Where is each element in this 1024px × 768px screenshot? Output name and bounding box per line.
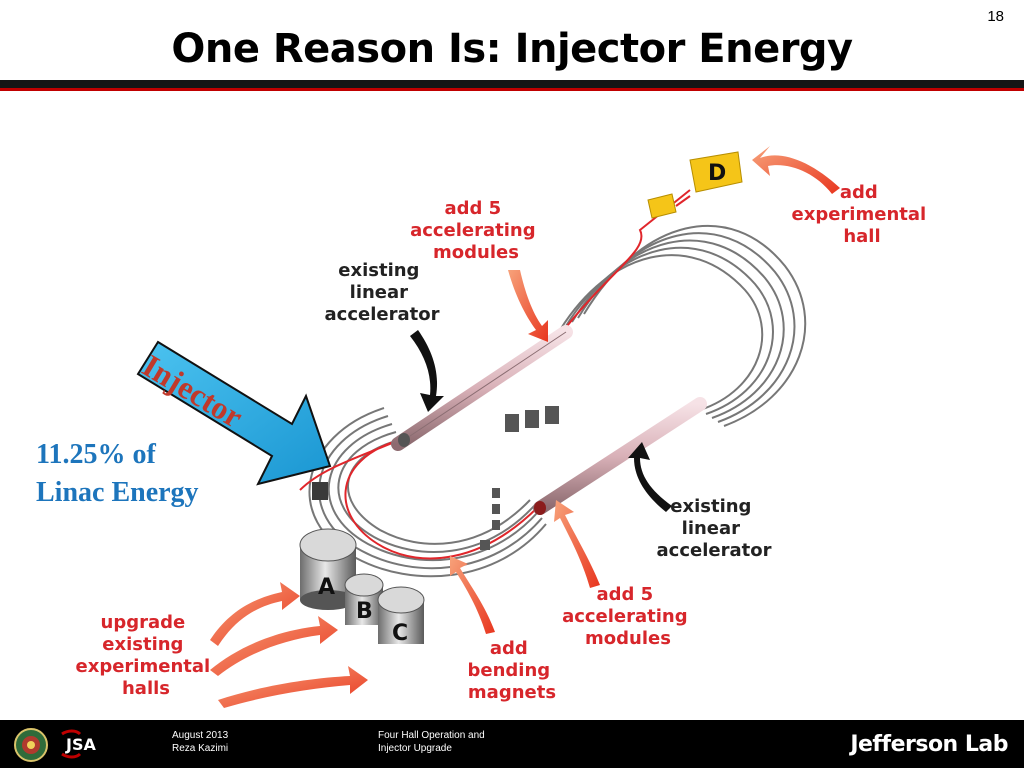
label-magnets-3: magnets: [468, 682, 556, 703]
label-modules-bottom-3: modules: [585, 628, 671, 649]
hall-c-letter: C: [392, 621, 408, 646]
arrow-upgrade-3: [218, 666, 368, 708]
energy-line-1: 11.25% of: [36, 439, 156, 470]
energy-line-2: Linac Energy: [36, 477, 199, 508]
label-add-hall-2: experimental: [792, 204, 927, 225]
label-add-hall-3: hall: [843, 226, 880, 247]
label-upgrade-3: experimental: [76, 656, 211, 677]
label-modules-bottom-2: accelerating: [562, 606, 688, 627]
footer-date-author: August 2013 Reza Kazimi: [172, 729, 228, 755]
label-modules-top-1: add 5: [445, 198, 502, 219]
slide-title: One Reason Is: Injector Energy: [171, 26, 853, 72]
red-arrows: [210, 146, 840, 708]
arrow-upgrade-2: [210, 616, 338, 676]
experimental-halls: A B C: [299, 528, 425, 646]
footer-bar: JSA August 2013 Reza Kazimi Four Hall Op…: [0, 720, 1024, 768]
jsa-logo: JSA: [61, 729, 96, 759]
black-arrows: [410, 330, 672, 512]
hall-d: D: [647, 151, 743, 219]
top-linac: [391, 325, 573, 451]
doe-seal-logo: [14, 728, 48, 762]
label-modules-bottom: add 5 accelerating modules: [562, 584, 694, 649]
label-modules-bottom-1: add 5: [597, 584, 654, 605]
arrow-add-hall: [752, 146, 840, 194]
hall-d-letter: D: [708, 161, 726, 186]
footer-talk-line-1: Four Hall Operation and: [378, 730, 485, 741]
arrow-modules-bottom: [554, 500, 600, 588]
label-add-hall-1: add: [840, 182, 878, 203]
label-upgrade-halls: upgrade existing experimental halls: [76, 612, 217, 699]
slide-number: 18: [987, 8, 1004, 25]
recirculation-arcs-right: [559, 224, 807, 427]
cebaf-accelerator-diagram: D A B C Injector add experimental hal: [76, 146, 933, 708]
hall-b-letter: B: [356, 599, 373, 624]
title-underline-bar: [0, 80, 1024, 92]
label-modules-top: add 5 accelerating modules: [410, 198, 542, 263]
label-existing-bottom-1: existing: [670, 496, 751, 517]
arrow-upgrade-1: [210, 582, 300, 646]
footer-talk-title: Four Hall Operation and Injector Upgrade: [378, 729, 485, 755]
footer-author: Reza Kazimi: [172, 743, 229, 754]
title-bar-black: [0, 80, 1024, 88]
arrow-modules-top: [508, 270, 548, 342]
label-modules-top-3: modules: [433, 242, 519, 263]
bottom-linac: [533, 397, 707, 515]
label-upgrade-1: upgrade: [101, 612, 186, 633]
jefferson-lab-logo: Jefferson Lab: [850, 732, 1008, 757]
arrow-existing-top: [410, 330, 444, 412]
label-upgrade-2: existing: [102, 634, 183, 655]
label-existing-bottom-2: linear: [682, 518, 741, 539]
label-magnets-1: add: [490, 638, 528, 659]
label-magnets-2: bending: [468, 660, 551, 681]
label-existing-bottom: existing linear accelerator: [657, 496, 772, 561]
label-existing-bottom-3: accelerator: [657, 540, 772, 561]
arrow-magnets: [450, 556, 495, 634]
title-bar-red: [0, 88, 1024, 91]
magnet-blocks: [312, 406, 559, 550]
label-upgrade-4: halls: [122, 678, 170, 699]
label-existing-top: existing linear accelerator: [325, 260, 440, 325]
arrow-existing-bottom: [628, 442, 672, 512]
hall-a-letter: A: [318, 575, 335, 600]
label-existing-top-1: existing: [338, 260, 419, 281]
label-existing-top-2: linear: [350, 282, 409, 303]
footer-date: August 2013: [172, 730, 229, 741]
injector-energy-note: 11.25% of Linac Energy: [36, 436, 256, 512]
label-existing-top-3: accelerator: [325, 304, 440, 325]
label-add-hall: add experimental hall: [792, 182, 933, 247]
label-modules-top-2: accelerating: [410, 220, 536, 241]
jsa-logo-text: JSA: [65, 735, 96, 754]
label-magnets: add bending magnets: [468, 638, 557, 703]
footer-talk-line-2: Injector Upgrade: [378, 743, 452, 754]
